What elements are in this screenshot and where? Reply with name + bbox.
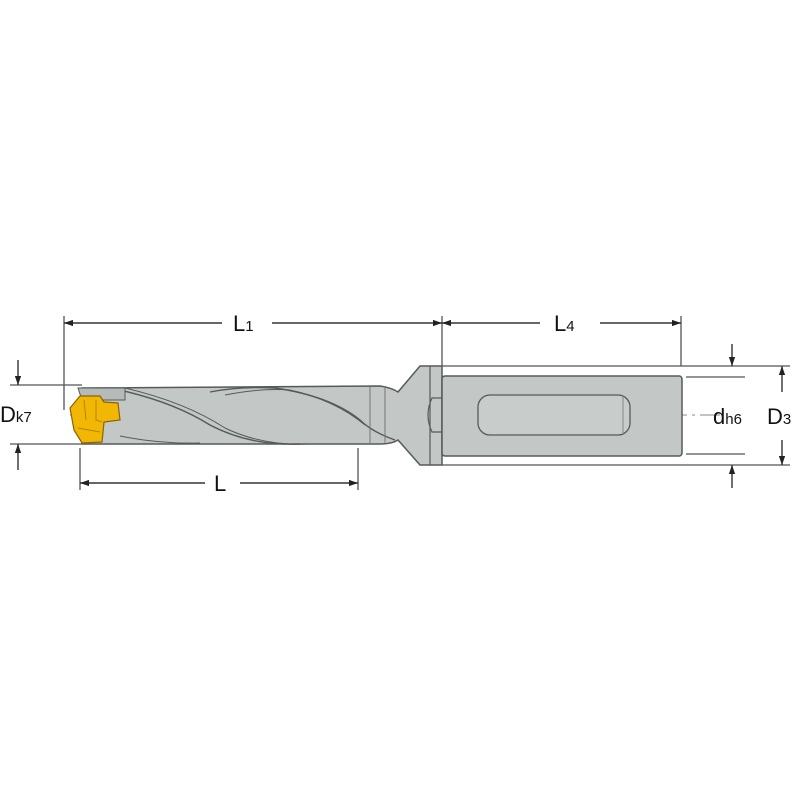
drill-body bbox=[81, 365, 443, 466]
label-L1: L1 bbox=[233, 311, 254, 336]
label-D3: D3 bbox=[767, 404, 791, 429]
label-Dk7: Dk7 bbox=[0, 402, 32, 427]
drill-shank bbox=[441, 375, 683, 457]
label-dh6: dh6 bbox=[713, 404, 742, 429]
carbide-insert bbox=[69, 387, 126, 444]
dimension-lines bbox=[14, 319, 786, 488]
label-L4: L4 bbox=[554, 311, 575, 336]
label-L: L bbox=[214, 471, 226, 496]
